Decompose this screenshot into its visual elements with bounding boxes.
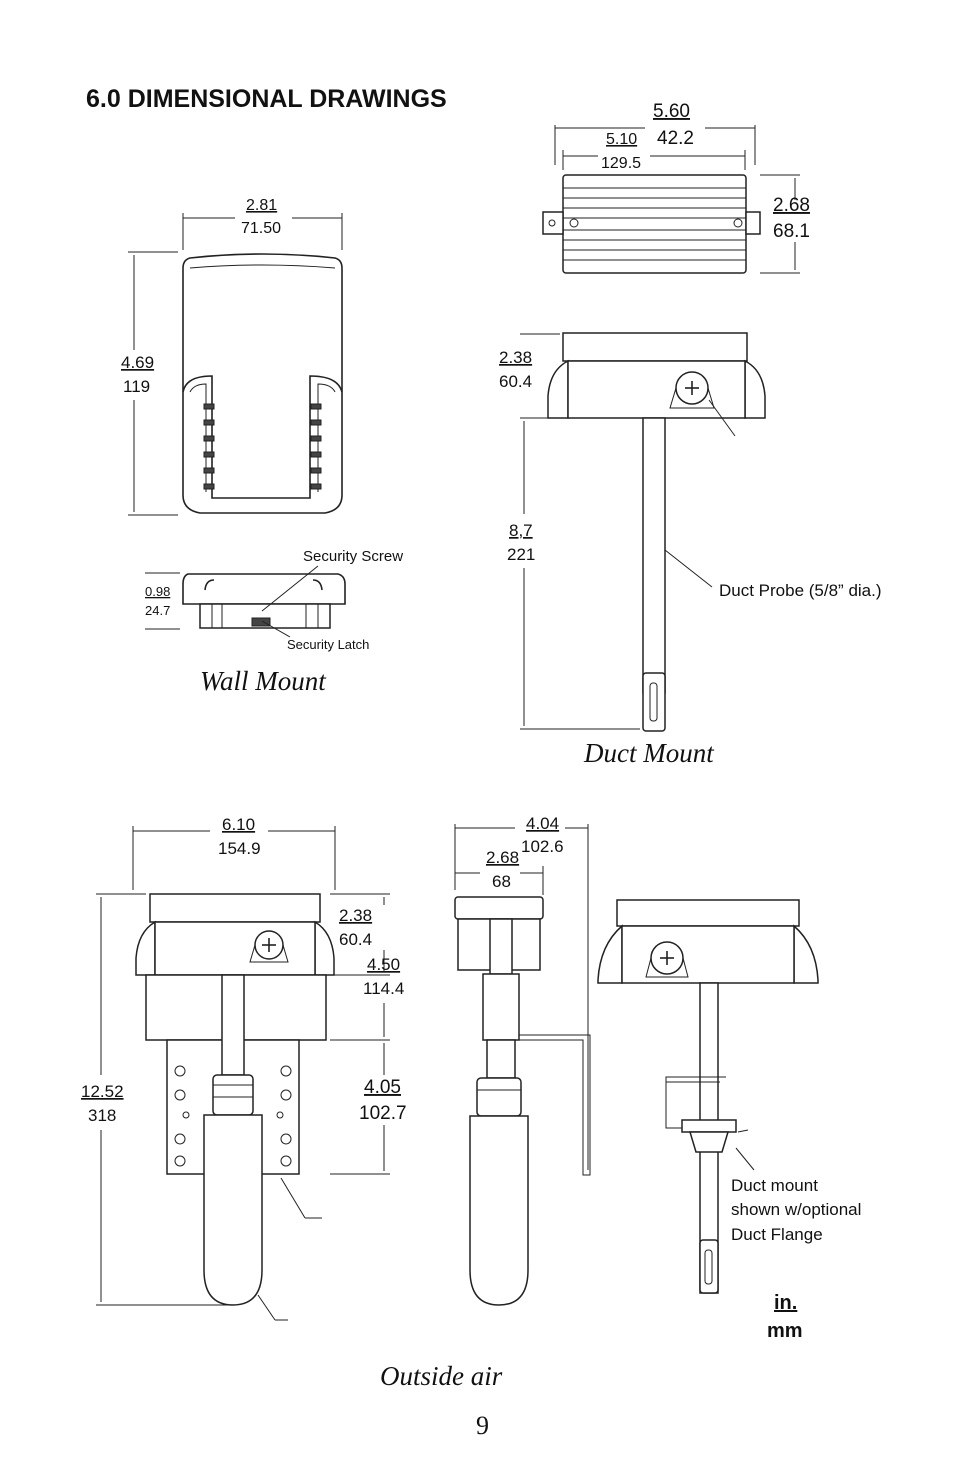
dim-oa-body-height-in: 4.50 bbox=[367, 955, 400, 974]
duct-flange-view: Duct mount shown w/optional Duct Flange bbox=[597, 899, 861, 1294]
section-heading: 6.0 DIMENSIONAL DRAWINGS bbox=[86, 85, 447, 113]
dim-duct-box-height-in: 2.38 bbox=[499, 348, 532, 367]
dim-wall-depth-in: 0.98 bbox=[145, 584, 170, 599]
dim-oa-box-height-mm: 60.4 bbox=[339, 930, 372, 949]
dim-duct-box-height-mm: 60.4 bbox=[499, 372, 532, 391]
callout-security-screw: Security Screw bbox=[303, 548, 403, 565]
dim-wall-width-mm: 71.50 bbox=[241, 220, 281, 237]
callout-security-latch: Security Latch bbox=[287, 637, 369, 652]
dim-duct-top-height-mm: 68.1 bbox=[773, 221, 810, 242]
dim-oa-box-height-in: 2.38 bbox=[339, 906, 372, 925]
callout-duct-flange-line2: shown w/optional bbox=[731, 1200, 861, 1219]
dim-duct-top-width-in: 5.60 bbox=[653, 101, 690, 122]
dim-oa-width-mm: 154.9 bbox=[218, 839, 261, 858]
dim-side-total-width-in: 4.04 bbox=[526, 814, 559, 833]
dim-wall-width-in: 2.81 bbox=[246, 197, 277, 214]
caption-outside-air: Outside air bbox=[380, 1361, 503, 1391]
dim-duct-top-inner-in: 5.10 bbox=[606, 131, 637, 148]
caption-duct-mount: Duct Mount bbox=[583, 738, 715, 768]
callout-duct-probe: Duct Probe (5/8” dia.) bbox=[719, 581, 882, 600]
outside-air-side-view: 4.04 102.6 2.68 68 bbox=[454, 814, 591, 1306]
dim-duct-top-width-mm: 42.2 bbox=[657, 128, 694, 149]
dim-oa-body-height-mm: 114.4 bbox=[363, 979, 404, 998]
callout-duct-flange-line1: Duct mount bbox=[731, 1176, 818, 1195]
dim-duct-probe-length-mm: 221 bbox=[507, 545, 535, 564]
unit-mm: mm bbox=[767, 1320, 803, 1342]
dim-oa-total-height-in: 12.52 bbox=[81, 1082, 124, 1101]
dim-side-total-width-mm: 102.6 bbox=[521, 837, 564, 856]
dim-duct-probe-length-in: 8,7 bbox=[509, 521, 533, 540]
dim-duct-top-height-in: 2.68 bbox=[773, 195, 810, 216]
dim-oa-width-in: 6.10 bbox=[222, 815, 255, 834]
dim-oa-bracket-height-in: 4.05 bbox=[364, 1077, 401, 1098]
dim-oa-total-height-mm: 318 bbox=[88, 1106, 116, 1125]
duct-mount-view: 2.38 60.4 8,7 221 Duct Probe (5/8” dia.)… bbox=[499, 332, 882, 768]
dim-side-box-width-in: 2.68 bbox=[486, 848, 519, 867]
dim-wall-height-in: 4.69 bbox=[121, 353, 154, 372]
dim-side-box-width-mm: 68 bbox=[492, 872, 511, 891]
dim-oa-bracket-height-mm: 102.7 bbox=[359, 1103, 407, 1124]
dim-wall-depth-mm: 24.7 bbox=[145, 603, 170, 618]
callout-duct-flange-line3: Duct Flange bbox=[731, 1225, 823, 1244]
caption-wall-mount: Wall Mount bbox=[200, 666, 327, 696]
dim-duct-top-inner-mm: 129.5 bbox=[601, 155, 641, 172]
page-number: 9 bbox=[476, 1411, 489, 1440]
outside-air-front-view: 6.10 154.9 2.38 60.4 bbox=[81, 815, 407, 1321]
dim-wall-height-mm: 119 bbox=[123, 377, 150, 396]
duct-top-view: 5.60 42.2 5.10 129.5 2.68 68.1 bbox=[542, 101, 810, 274]
unit-inch: in. bbox=[774, 1292, 797, 1314]
wall-mount-view: 2.81 71.50 4.69 119 0.98 24. bbox=[121, 197, 403, 696]
